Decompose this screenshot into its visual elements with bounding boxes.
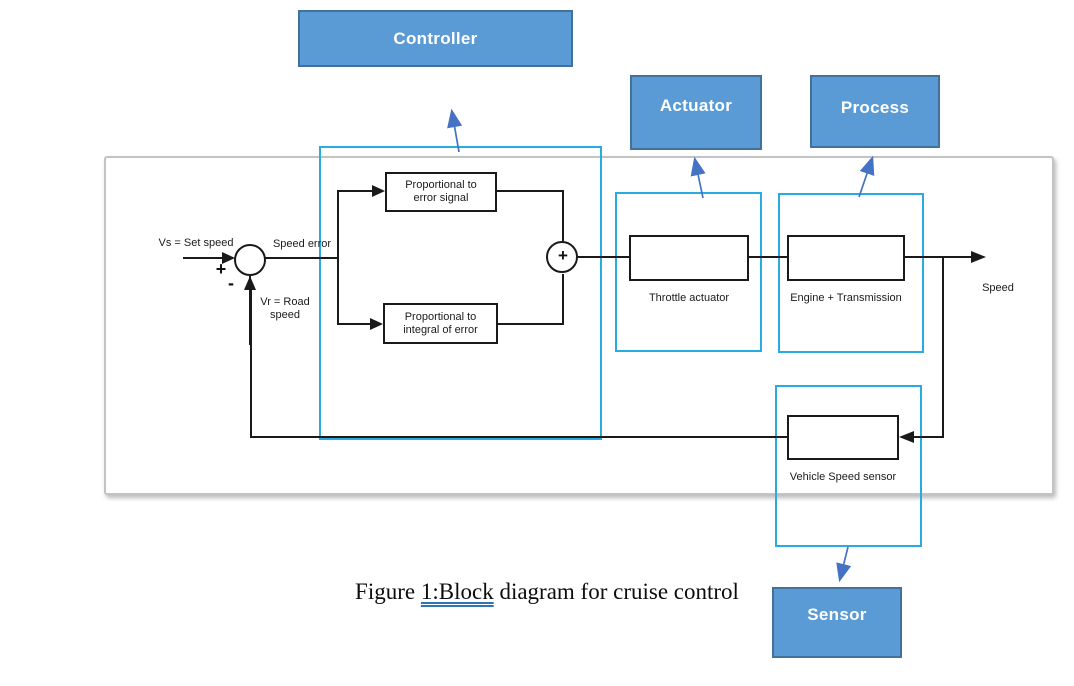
output-speed-label: Speed [982,282,1014,294]
road-speed-label: Vr = Road speed [260,296,310,321]
process-callout-box: Process [810,75,940,148]
controller-sum-plus-sign: + [558,246,568,265]
actuator-callout-box: Actuator [630,75,762,150]
throttle-actuator-label: Throttle actuator [648,292,730,304]
speed-error-label: Speed error [272,238,332,250]
throttle-actuator-block [629,235,749,281]
sensor-callout-arrow [836,546,852,583]
sum-minus-sign: - [228,273,234,293]
actuator-callout-label: Actuator [659,95,733,115]
proportional-error-block: Proportional to error signal [385,172,497,212]
figure-caption: Figure 1:Block diagram for cruise contro… [332,579,762,605]
sensor-callout-label: Sensor [807,604,867,624]
figure-caption-underlined: 1:Block [420,579,494,604]
vehicle-speed-sensor-label: Vehicle Speed sensor [789,471,897,483]
controller-callout-box: Controller [298,10,573,67]
proportional-integral-block: Proportional to integral of error [383,303,498,344]
vehicle-speed-sensor-block [787,415,899,460]
sensor-callout-box: Sensor [772,587,902,658]
engine-transmission-label: Engine + Transmission [790,292,902,304]
figure-caption-prefix: Figure [355,579,421,604]
figure-caption-suffix: diagram for cruise control [493,579,739,604]
engine-transmission-block [787,235,905,281]
controller-callout-label: Controller [393,28,478,48]
sum-plus-sign: + [215,259,227,279]
process-callout-label: Process [840,97,910,117]
set-speed-label: Vs = Set speed [158,237,234,249]
sensor-highlight-outline [775,385,922,547]
